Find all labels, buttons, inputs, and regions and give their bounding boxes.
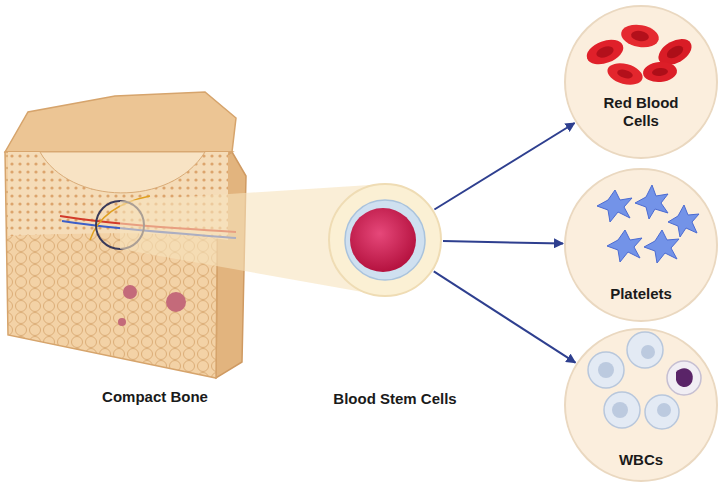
part-label: Compact Bone [80,388,230,406]
node-label: Blood Stem Cells [320,390,470,408]
arrow-connector [434,271,576,362]
stem-cell-picture [329,184,441,296]
cell-type-circle: WBCs [565,329,717,481]
cell-type-circle: Red Blood Cells [565,6,717,158]
stem-cell-circle: Blood Stem Cells [329,184,441,296]
node-label: Red Blood Cells [586,94,696,130]
node-label: Platelets [586,285,696,303]
node-label: WBCs [586,451,696,469]
platelet-disc [565,169,717,321]
wbc-disc [565,329,717,481]
red-blood-cells [583,22,696,88]
arrow-connector [434,123,574,210]
rbc-disc [565,6,717,158]
cell-type-circle: Platelets [565,169,717,321]
platelets-picture [597,185,699,263]
arrow-connector [443,241,563,243]
wbc-picture [588,332,701,429]
